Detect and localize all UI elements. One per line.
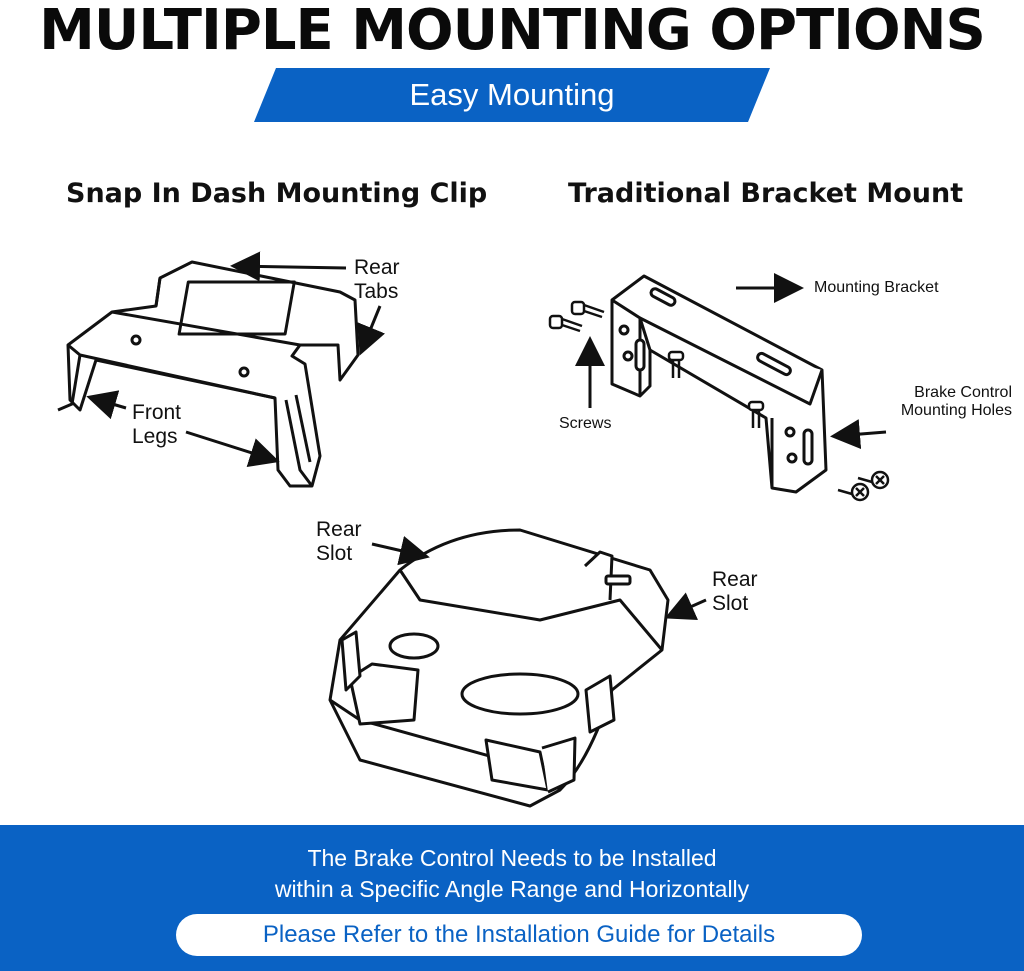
- brake-control-illustration: [328, 528, 670, 808]
- ribbon-label: Easy Mounting: [409, 77, 615, 112]
- installation-guide-button[interactable]: Please Refer to the Installation Guide f…: [176, 914, 862, 956]
- screws-illustration: [548, 300, 890, 502]
- clip-arrows: [86, 251, 385, 468]
- bracket-arrows: [575, 273, 887, 450]
- rear-slot-right-line2: Slot: [712, 592, 749, 616]
- mounting-clip-illustration: [57, 260, 360, 488]
- rear-slot-right-line1: Rear: [712, 568, 758, 591]
- rear-tabs-label: Rear Tabs: [354, 256, 400, 304]
- mounting-holes-label: Brake Control Mounting Holes: [878, 384, 1012, 421]
- bracket-illustration: [610, 274, 828, 494]
- mounting-holes-label-line1: Brake Control: [914, 384, 1012, 401]
- rear-slot-right-label: Rear Slot: [712, 568, 758, 616]
- right-section-title: Traditional Bracket Mount: [568, 178, 964, 209]
- front-legs-label-line2: Legs: [132, 425, 178, 449]
- page-title: MULTIPLE MOUNTING OPTIONS: [39, 0, 986, 63]
- footer-line-1: The Brake Control Needs to be Installed: [307, 845, 717, 871]
- rear-slot-left-line1: Rear: [316, 518, 362, 541]
- left-section-title: Snap In Dash Mounting Clip: [66, 178, 488, 209]
- ribbon-background: [254, 68, 770, 122]
- footer-line-2: within a Specific Angle Range and Horizo…: [274, 876, 750, 902]
- front-legs-label: Front Legs: [132, 401, 181, 449]
- rear-tabs-label-line1: Rear: [354, 256, 400, 279]
- rear-tabs-label-line2: Tabs: [354, 280, 399, 304]
- screws-label: Screws: [559, 415, 612, 432]
- mounting-bracket-label: Mounting Bracket: [814, 279, 939, 296]
- mounting-holes-label-line2: Mounting Holes: [900, 402, 1012, 420]
- rear-slot-left-line2: Slot: [316, 542, 353, 566]
- front-legs-label-line1: Front: [132, 401, 182, 424]
- rear-slot-left-label: Rear Slot: [316, 518, 362, 566]
- device-arrows: [371, 535, 707, 620]
